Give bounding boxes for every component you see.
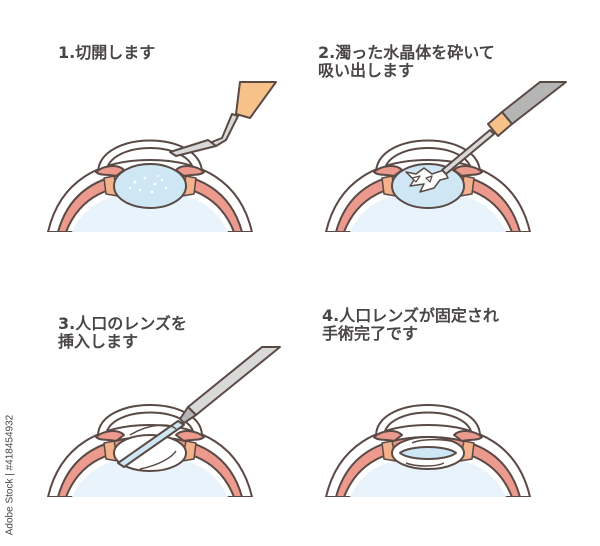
step-1-title: 1.切開します bbox=[58, 43, 156, 62]
stock-watermark: Adobe Stock | #418454932 bbox=[2, 410, 18, 540]
iol-fixed-illustration bbox=[325, 404, 531, 497]
watermark-text: Adobe Stock | #418454932 bbox=[4, 414, 16, 536]
eye-incision-illustration bbox=[47, 81, 277, 232]
step-3-panel: 3.人口のレンズを 挿入します bbox=[0, 273, 300, 546]
step-2-title: 2.濁った水晶体を砕いて 吸い出します bbox=[318, 43, 495, 80]
lens-fragmentation-illustration bbox=[325, 81, 567, 232]
step-2-panel: 2.濁った水晶体を砕いて 吸い出します bbox=[300, 0, 600, 273]
step-4-panel: 4.人口レンズが固定され 手術完了です bbox=[300, 273, 600, 546]
iol-insertion-illustration bbox=[47, 346, 281, 497]
step-3-title: 3.人口のレンズを 挿入します bbox=[58, 314, 187, 351]
step-4-title: 4.人口レンズが固定され 手術完了です bbox=[322, 306, 499, 343]
step-1-panel: 1.切開します bbox=[0, 0, 300, 273]
